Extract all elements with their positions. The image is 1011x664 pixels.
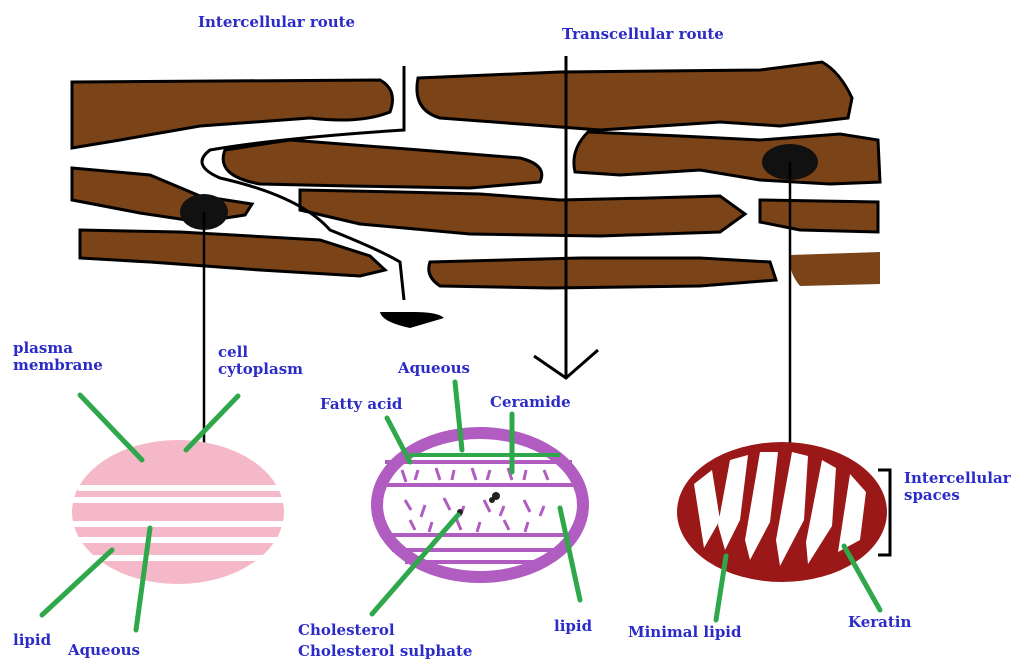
cell-cytoplasm-label: cell cytoplasm xyxy=(218,344,303,379)
corneocyte xyxy=(223,140,542,188)
transcellular-route-label: Transcellular route xyxy=(562,26,724,43)
corneocyte xyxy=(80,230,385,276)
intercellular-route-label: Intercellular route xyxy=(198,14,355,31)
middle-aqueous-label: Aqueous xyxy=(398,360,470,377)
ceramide-label: Ceramide xyxy=(490,394,571,411)
corneocyte xyxy=(300,190,745,236)
corneocyte xyxy=(790,252,880,286)
keratin-label: Keratin xyxy=(848,614,911,631)
middle-lipid-label: lipid xyxy=(554,618,592,635)
corneocyte xyxy=(429,258,776,288)
left-cell xyxy=(72,440,284,584)
corneocyte xyxy=(417,62,852,130)
minimal-lipid-label: Minimal lipid xyxy=(628,624,742,641)
stratum-corneum-layer xyxy=(72,62,880,288)
fatty-acid-label: Fatty acid xyxy=(320,396,402,413)
right-cell xyxy=(677,442,887,582)
left-aqueous-label: Aqueous xyxy=(68,642,140,659)
intercellular-spaces-label: Intercellular spaces xyxy=(904,470,1011,505)
corneocyte xyxy=(72,80,392,148)
cholesterol-sulphate-label: Cholesterol sulphate xyxy=(298,643,472,660)
intercellular-route-arrowhead xyxy=(380,312,444,328)
cholesterol-label: Cholesterol xyxy=(298,622,395,639)
left-lipid-label: lipid xyxy=(13,632,51,649)
plasma-membrane-label: plasma membrane xyxy=(13,340,103,375)
corneocyte xyxy=(574,132,880,184)
corneocyte xyxy=(760,200,878,232)
